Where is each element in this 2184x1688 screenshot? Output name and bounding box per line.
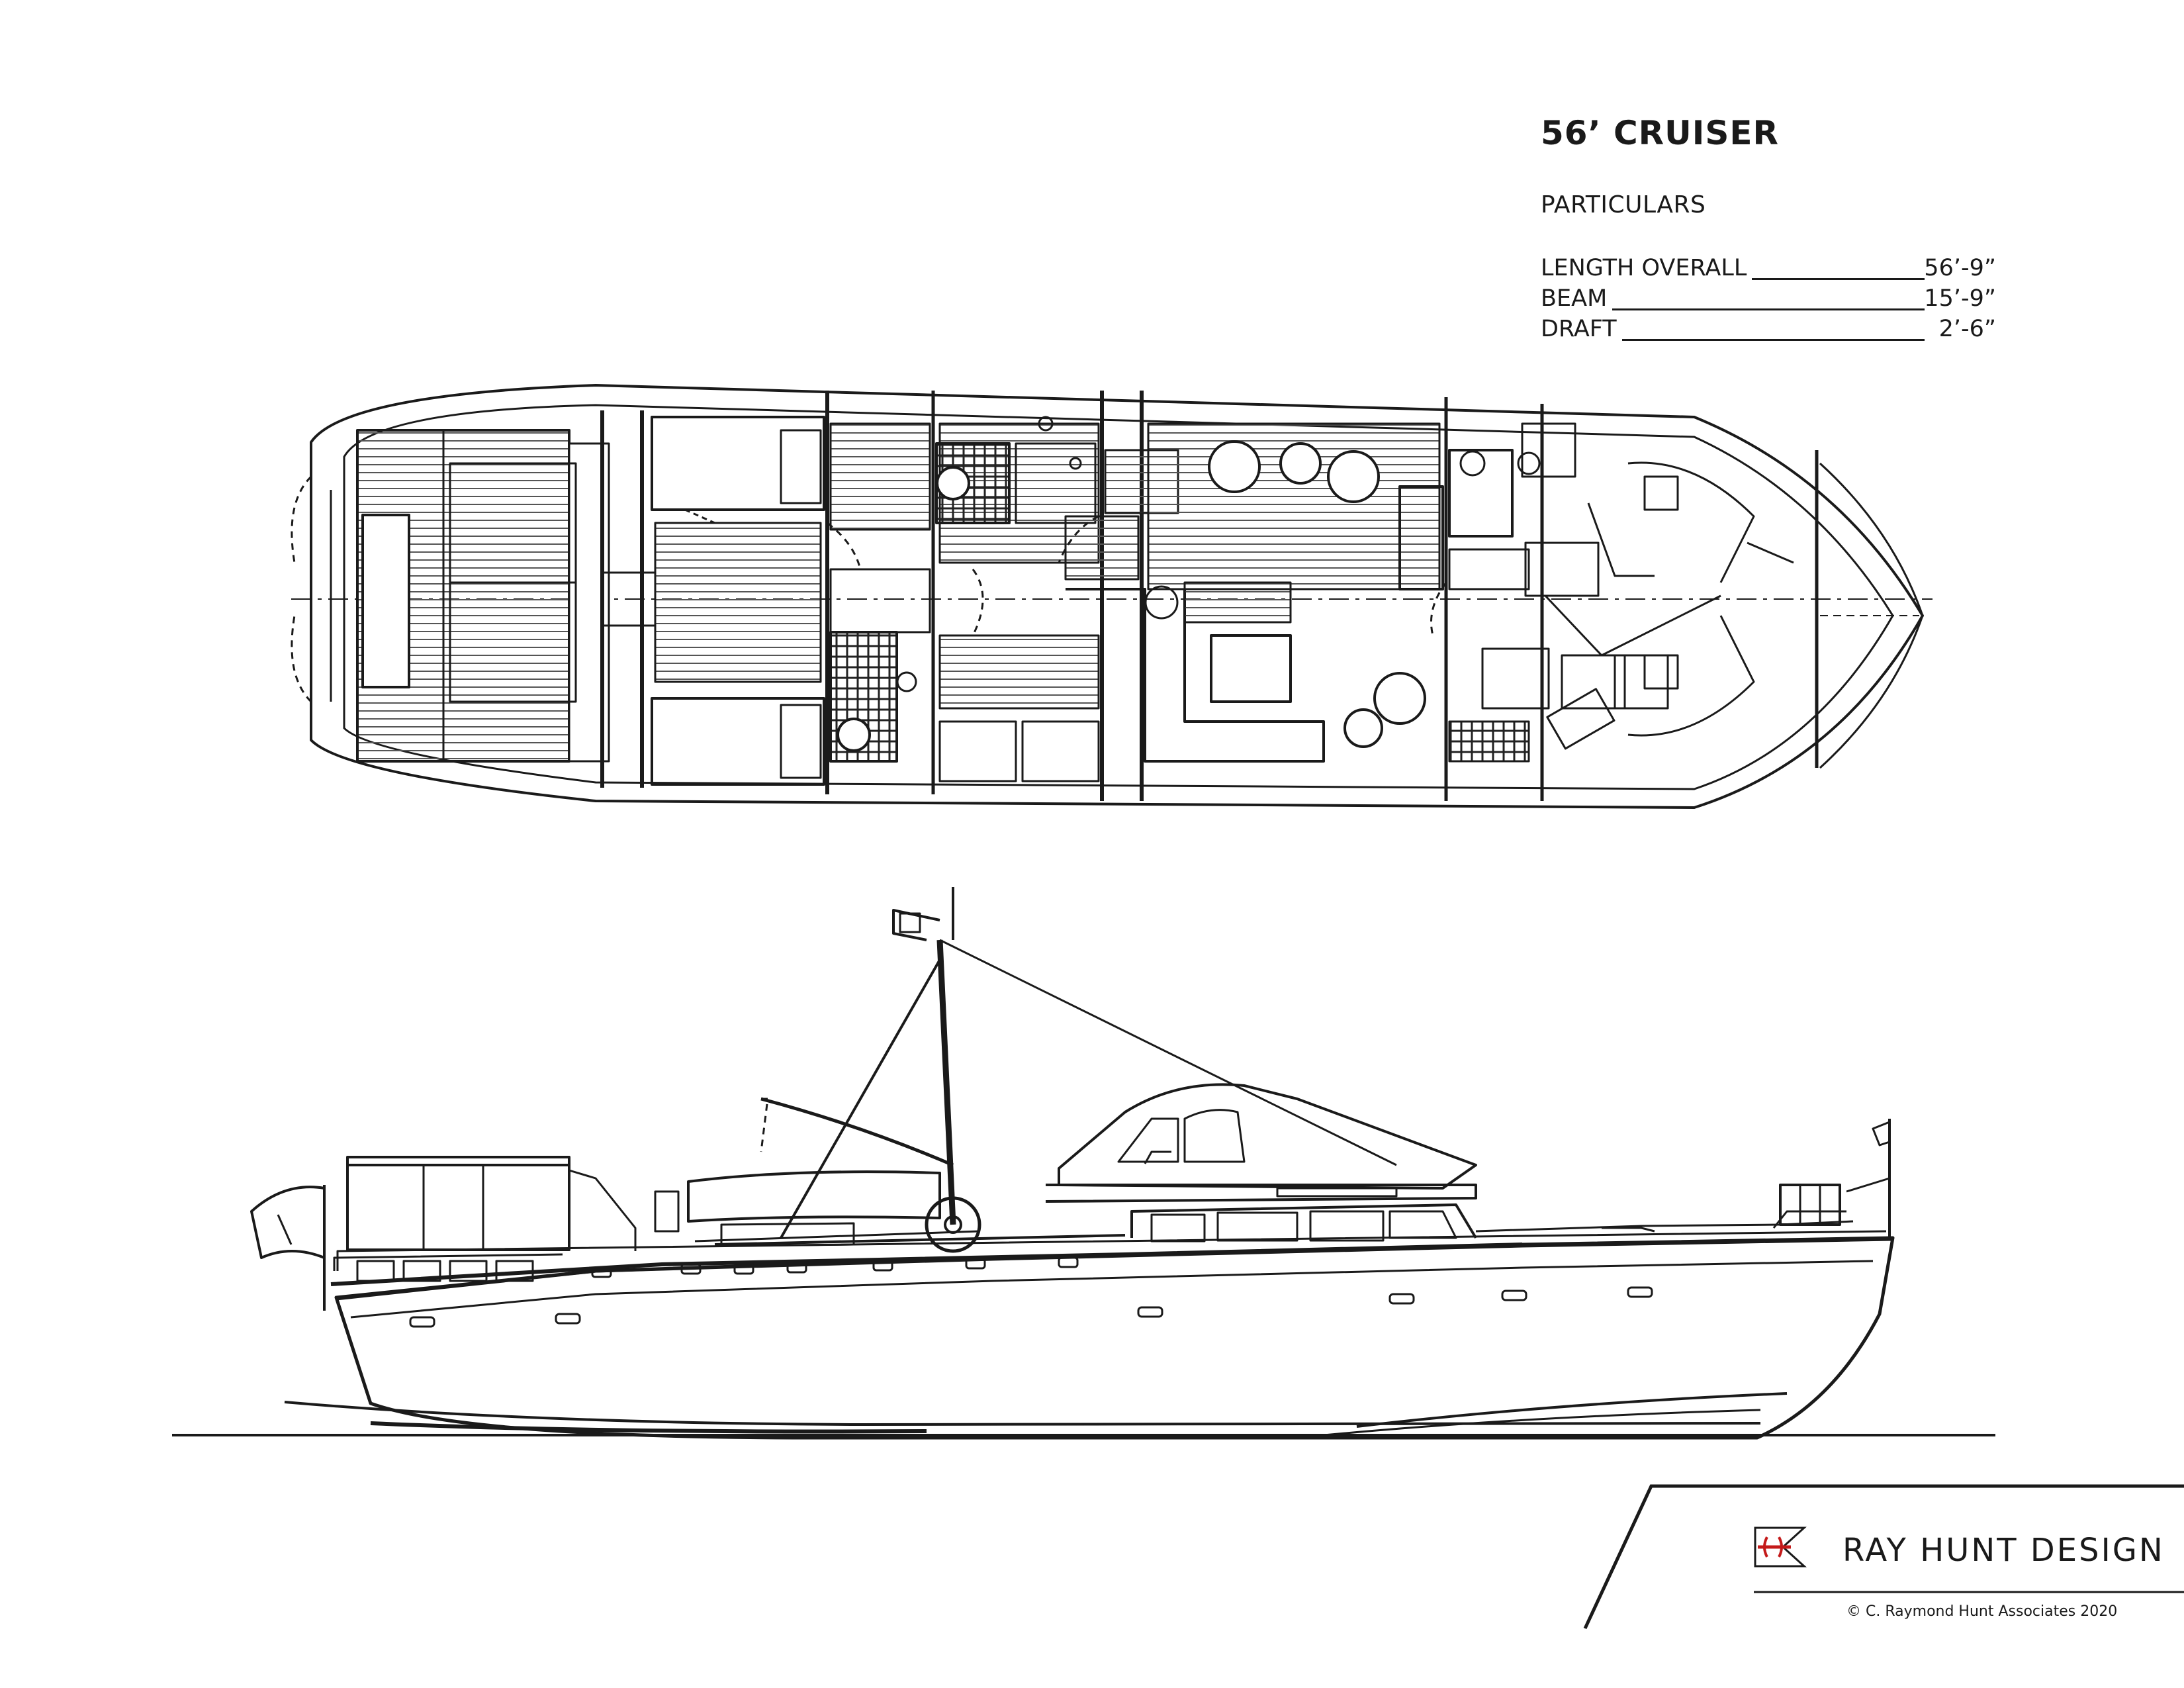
- copyright-notice: © C. Raymond Hunt Associates 2020: [1846, 1603, 2118, 1620]
- spec-value: 15’-9”: [1924, 285, 1996, 312]
- company-name: RAY HUNT DESIGN: [1843, 1532, 2165, 1569]
- ray-hunt-flag-logo-icon: [1754, 1526, 1807, 1568]
- particulars-heading: PARTICULARS: [1541, 191, 1706, 218]
- spec-label: LENGTH OVERALL: [1541, 253, 1752, 283]
- particulars-list: LENGTH OVERALL 56’-9” BEAM 15’-9” DRAFT …: [1541, 253, 2004, 344]
- deckhouse: [1058, 1083, 1477, 1190]
- particulars-block: 56’ CRUISER PARTICULARS LENGTH OVERALL 5…: [1541, 117, 2004, 344]
- masthead-flag: [892, 909, 940, 941]
- spec-draft: DRAFT 2’-6”: [1541, 314, 2004, 344]
- hull-profile: [334, 1236, 1895, 1440]
- spec-label: DRAFT: [1541, 314, 1622, 344]
- spec-label: BEAM: [1541, 283, 1613, 314]
- stern-ensign: [250, 1186, 326, 1259]
- leader-line: [1541, 339, 1925, 341]
- spec-value: 2’-6”: [1938, 316, 1996, 342]
- spec-value: 56’-9”: [1924, 255, 1996, 281]
- profile-view: [172, 887, 1995, 1440]
- bow-pennant: [1872, 1121, 1890, 1147]
- leader-line: [1541, 308, 1925, 310]
- aft-hardtop: [346, 1156, 570, 1251]
- spec-beam: BEAM 15’-9”: [1541, 283, 2004, 314]
- spec-length-overall: LENGTH OVERALL 56’-9”: [1541, 253, 2004, 283]
- mast: [936, 939, 956, 1225]
- plan-view: [291, 384, 1933, 809]
- footer-banner: [1583, 1484, 2184, 1630]
- page-title: 56’ CRUISER: [1541, 114, 1780, 152]
- tender: [687, 1170, 941, 1223]
